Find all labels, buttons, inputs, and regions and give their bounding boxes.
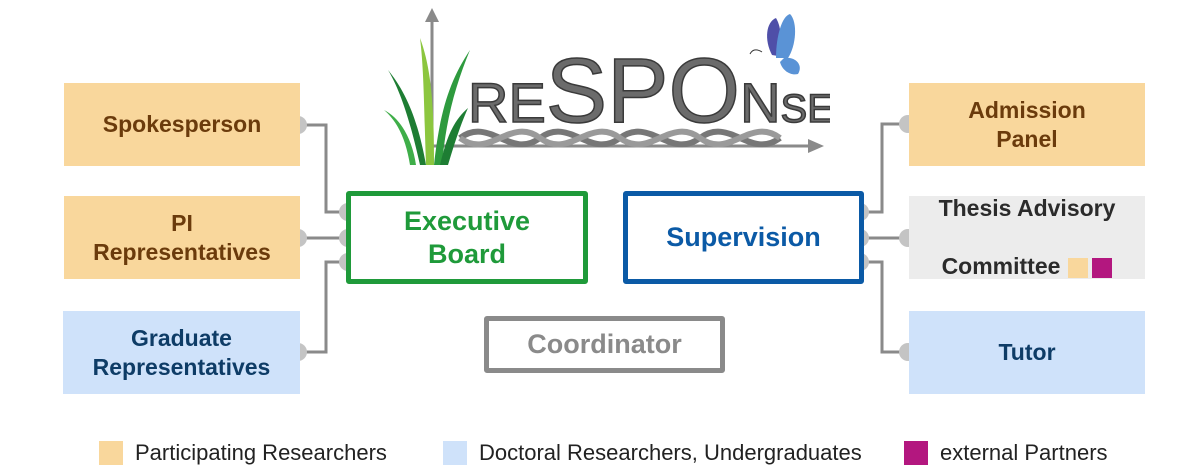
legend-participating-researchers: Participating Researchers [99,440,387,466]
response-logo: RESPONSE [384,8,830,165]
box-supervision: Supervision [623,191,864,284]
legend-swatch-blue [443,441,467,465]
box-spokesperson: Spokesperson [64,83,300,166]
legend-label: Participating Researchers [135,440,387,465]
connector-spokesperson [298,123,348,214]
connector-tutor [860,260,908,354]
legend-doctoral-researchers: Doctoral Researchers, Undergraduates [443,440,862,466]
dna-helix-icon [458,128,782,148]
legend-swatch-magenta [904,441,928,465]
box-tutor: Tutor [909,311,1145,394]
butterfly-icon [749,14,800,75]
connector-admission-panel [860,122,908,214]
legend-label: Doctoral Researchers, Undergraduates [479,440,862,465]
connector-graduate-representatives [298,260,348,354]
legend-swatch-orange [99,441,123,465]
legend-external-partners: external Partners [904,440,1108,466]
logo-text: RESPONSE [468,40,830,142]
box-thesis-advisory-committee: Thesis Advisory Committee [909,195,1145,281]
box-coordinator: Coordinator [484,316,725,373]
box-pi-representatives: PI Representatives [64,196,300,279]
thesis-committee-label: Committee [941,253,1061,279]
legend-label: external Partners [940,440,1108,465]
thesis-committee-line2: Committee [942,223,1113,281]
participating-swatch [1068,257,1089,278]
box-graduate-representatives: Graduate Representatives [63,311,300,394]
box-executive-board: Executive Board [346,191,588,284]
external-swatch [1092,257,1113,278]
thesis-committee-line1: Thesis Advisory [938,195,1116,221]
grass-icon [384,38,470,165]
box-admission-panel: Admission Panel [909,83,1145,166]
